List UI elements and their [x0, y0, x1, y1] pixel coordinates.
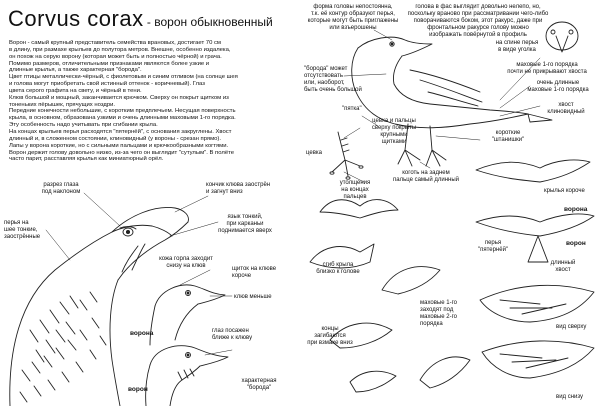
label-eye-low: глаз посажен ближе к клюву	[212, 328, 253, 341]
label-wings-shorter: крылья короче	[544, 188, 585, 194]
label-head-feathers: форма головы непостоянна, т.к. её контур…	[307, 4, 399, 31]
label-pyatka: "пятка"	[342, 106, 362, 112]
label-raven-right: ворон	[566, 240, 586, 247]
crow-head-illustration	[149, 284, 226, 346]
description-text: Ворон - самый крупный представитель семе…	[9, 40, 238, 163]
label-nostril: разрез глаза под наклоном	[41, 182, 81, 195]
label-cevka: цевка	[306, 150, 322, 156]
label-pants-neck: на спине перья в виде уголка	[495, 40, 539, 53]
label-short-shtanishki: короткие "штанишки"	[491, 130, 525, 143]
label-bottom-view: вид снизу	[556, 394, 584, 400]
russian-name: ворон обыкновенный	[154, 15, 273, 29]
raven-small-head-illustration	[145, 345, 229, 406]
latin-name: Corvus corax	[8, 6, 144, 31]
title-separator: -	[143, 15, 155, 29]
label-front-view: голова в фас выглядит довольно нелепо, н…	[407, 4, 549, 38]
soaring-raven-top	[475, 159, 591, 183]
label-beard-char: характерная "борода"	[241, 378, 277, 391]
label-beak-smaller: клюв меньше	[234, 294, 272, 300]
wing-bottom-view	[481, 340, 595, 379]
label-top-view: вид сверху	[556, 324, 587, 330]
label-feathers-fingers: перья "пятернёй"	[477, 240, 509, 253]
front-head-illustration	[545, 21, 579, 53]
foot-detail-illustration	[329, 131, 364, 180]
label-pointy-feathers: перья на шее тонкие, заострённые	[4, 220, 41, 240]
label-beak-tip: кончик клюва заострён и загнут вниз	[206, 182, 271, 195]
label-tips-bend: концы загибаются при взмахе вниз	[307, 326, 353, 346]
label-raven: ворон	[128, 386, 148, 393]
flying-raven-sketches	[309, 199, 471, 393]
wing-top-view	[479, 284, 595, 323]
soaring-raven-bottom	[475, 213, 595, 263]
raven-head-illustration	[9, 207, 189, 406]
label-primaries-2nd: маховые 1-го заходят под маховые 2-го по…	[420, 300, 457, 327]
label-throat: кожа горла заходит снизу на клюв	[159, 256, 213, 269]
standing-raven-illustration	[351, 36, 553, 167]
label-wing-bend: сгиб крыла близко к голове	[316, 262, 360, 275]
label-claw-back: коготь на заднем пальце самый длинный	[392, 170, 460, 183]
label-shield-short: щиток на клюве короче	[232, 266, 277, 279]
label-primaries-reach: маховые 1-го порядка почти не прикрывают…	[507, 62, 587, 75]
leader-lines-left	[45, 192, 233, 356]
label-beard-absent: "борода" может отсутствовать или, наобор…	[304, 66, 362, 93]
label-long-tail: длинный хвост	[550, 260, 576, 273]
label-toe-thickenings: утолщения на концах пальцев	[339, 180, 371, 200]
label-tongue: язык тонкий, при карканьи поднимается вв…	[218, 214, 272, 234]
label-tail-wedge: хвост клиновидный	[547, 102, 585, 115]
label-tarsus-shields: цевка и пальцы сверху покрыты крупными щ…	[371, 118, 417, 145]
leader-lines-right	[343, 29, 541, 183]
label-crow-right: ворона	[564, 206, 588, 213]
page-title: Corvus corax - ворон обыкновенный	[8, 6, 273, 32]
label-crow: ворона	[130, 330, 154, 337]
label-long-primaries: очень длинные маховые 1-го порядка	[527, 80, 589, 93]
